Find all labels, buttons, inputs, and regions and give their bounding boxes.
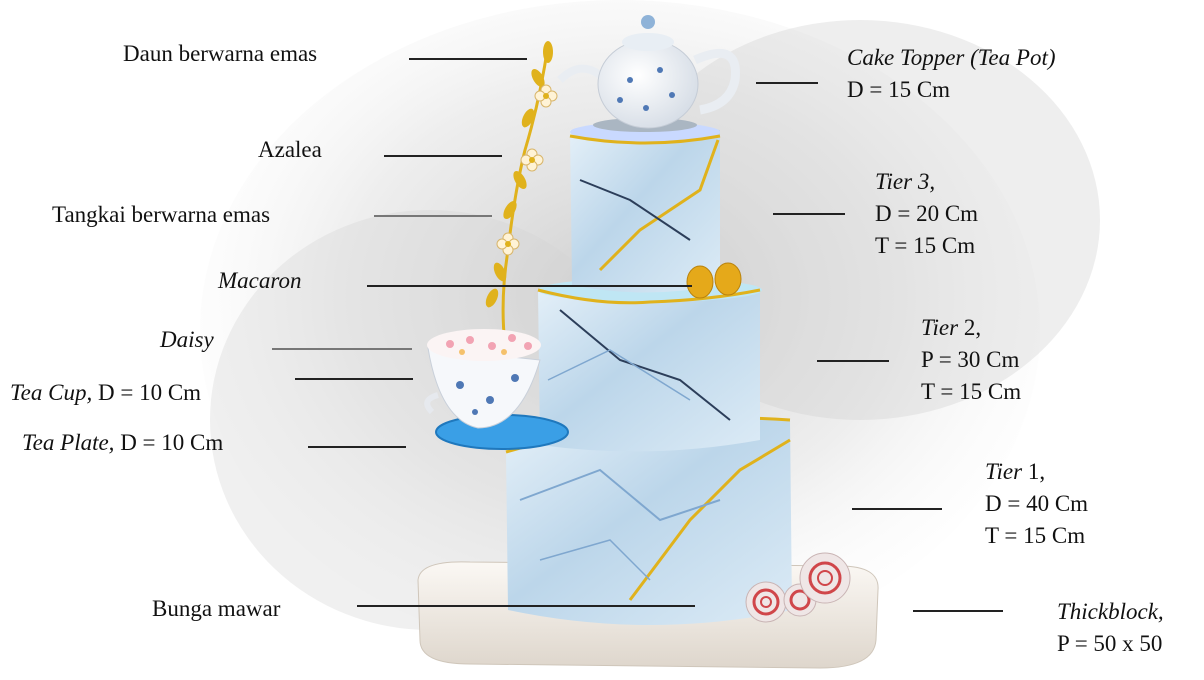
leader-tea-cup <box>295 378 413 380</box>
label-tea-plate: Tea Plate, D = 10 Cm <box>22 427 223 459</box>
tier-2 <box>538 278 762 451</box>
label-topper: Cake Topper (Tea Pot)D = 15 Cm <box>847 42 1056 106</box>
leader-daun <box>409 58 527 60</box>
leader-tangkai <box>374 215 492 217</box>
leader-tier2 <box>817 360 889 362</box>
leader-tier1 <box>852 508 942 510</box>
label-bunga-mawar: Bunga mawar <box>152 593 280 625</box>
label-azalea: Azalea <box>258 134 322 166</box>
label-tier3: Tier 3,D = 20 CmT = 15 Cm <box>875 166 978 262</box>
leader-azalea <box>384 155 502 157</box>
leader-bunga-mawar <box>357 605 695 607</box>
leader-daisy <box>272 348 412 350</box>
label-daun: Daun berwarna emas <box>123 38 317 70</box>
leader-macaron <box>367 285 692 287</box>
leader-tea-plate <box>308 446 406 448</box>
label-tier2: Tier 2,P = 30 CmT = 15 Cm <box>921 312 1021 408</box>
label-macaron: Macaron <box>218 265 301 297</box>
label-thickblock: Thickblock,P = 50 x 50 <box>1057 596 1164 660</box>
label-tangkai: Tangkai berwarna emas <box>52 199 270 231</box>
leader-tier3 <box>773 213 845 215</box>
leader-thickblock <box>913 610 1003 612</box>
label-daisy: Daisy <box>160 324 214 356</box>
leader-topper <box>756 82 818 84</box>
label-tier1: Tier 1,D = 40 CmT = 15 Cm <box>985 456 1088 552</box>
label-tea-cup: Tea Cup, D = 10 Cm <box>10 377 201 409</box>
